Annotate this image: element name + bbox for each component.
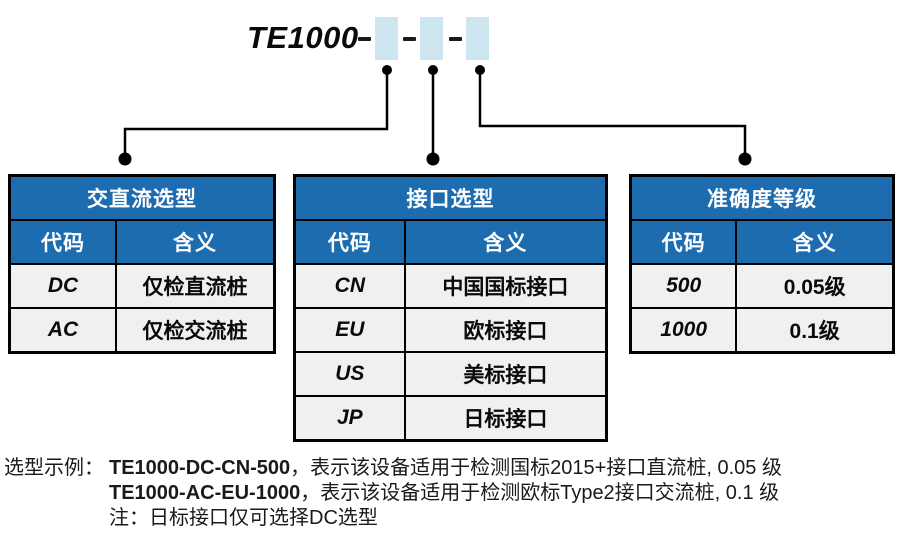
table-row: JP 日标接口 [296, 397, 605, 439]
column-header-code: 代码 [296, 221, 406, 263]
code-cell: JP [296, 397, 406, 439]
table-acdc-selection: 交直流选型 代码 含义 DC 仅检直流桩 AC 仅检交流桩 [8, 174, 276, 354]
examples-label: 选型示例： [4, 457, 104, 479]
example-line: TE1000-AC-EU-1000，表示该设备适用于检测欧标Type2接口交流桩… [109, 481, 782, 506]
code-cell: 500 [632, 265, 738, 307]
dash-separator [358, 37, 371, 41]
placeholder-box-acdc [375, 17, 398, 60]
column-header-meaning: 含义 [173, 232, 218, 255]
table-row: EU 欧标接口 [296, 309, 605, 353]
column-header-meaning: 含义 [792, 232, 837, 255]
code-cell: AC [11, 309, 118, 351]
table-row: DC 仅检直流桩 [11, 265, 273, 309]
placeholder-box-interface [420, 17, 443, 60]
table-header-row: 代码 含义 [632, 221, 892, 265]
code-cell: 1000 [632, 309, 738, 351]
model-name: TE1000 [247, 20, 359, 55]
example-model-code: TE1000-AC-EU-1000 [109, 482, 301, 504]
meaning-cell: 欧标接口 [463, 320, 548, 343]
selection-examples: 选型示例： TE1000-DC-CN-500，表示该设备适用于检测国标2015+… [4, 456, 900, 531]
code-cell: US [296, 353, 406, 395]
table-row: CN 中国国标接口 [296, 265, 605, 309]
example-description: ，表示该设备适用于检测国标2015+接口直流桩, 0.05 级 [290, 457, 782, 479]
meaning-cell: 中国国标接口 [442, 276, 569, 299]
table-title: 交直流选型 [11, 177, 273, 221]
column-header-code: 代码 [11, 221, 118, 263]
dash-separator [449, 37, 462, 41]
table-title: 准确度等级 [632, 177, 892, 221]
table-row: US 美标接口 [296, 353, 605, 397]
example-line: TE1000-DC-CN-500，表示该设备适用于检测国标2015+接口直流桩,… [109, 456, 782, 481]
column-header-code: 代码 [632, 221, 738, 263]
meaning-cell: 0.05级 [783, 276, 846, 299]
meaning-cell: 仅检直流桩 [142, 276, 248, 299]
code-cell: DC [11, 265, 118, 307]
table-row: 1000 0.1级 [632, 309, 892, 351]
code-cell: CN [296, 265, 406, 307]
meaning-cell: 美标接口 [463, 364, 548, 387]
table-title: 接口选型 [296, 177, 605, 221]
column-header-meaning: 含义 [483, 232, 528, 255]
dash-separator [403, 37, 416, 41]
table-header-row: 代码 含义 [296, 221, 605, 265]
table-interface-selection: 接口选型 代码 含义 CN 中国国标接口 EU 欧标接口 US 美标接口 JP … [293, 174, 608, 442]
note-line: 注：日标接口仅可选择DC选型 [109, 507, 378, 529]
code-cell: EU [296, 309, 406, 351]
example-description: ，表示该设备适用于检测欧标Type2接口交流桩, 0.1 级 [300, 482, 780, 504]
table-header-row: 代码 含义 [11, 221, 273, 265]
table-accuracy-class: 准确度等级 代码 含义 500 0.05级 1000 0.1级 [629, 174, 895, 354]
example-model-code: TE1000-DC-CN-500 [109, 457, 291, 479]
meaning-cell: 仅检交流桩 [142, 320, 248, 343]
table-row: 500 0.05级 [632, 265, 892, 309]
meaning-cell: 日标接口 [463, 408, 548, 431]
table-row: AC 仅检交流桩 [11, 309, 273, 351]
placeholder-box-accuracy [466, 17, 489, 60]
meaning-cell: 0.1级 [789, 320, 840, 343]
